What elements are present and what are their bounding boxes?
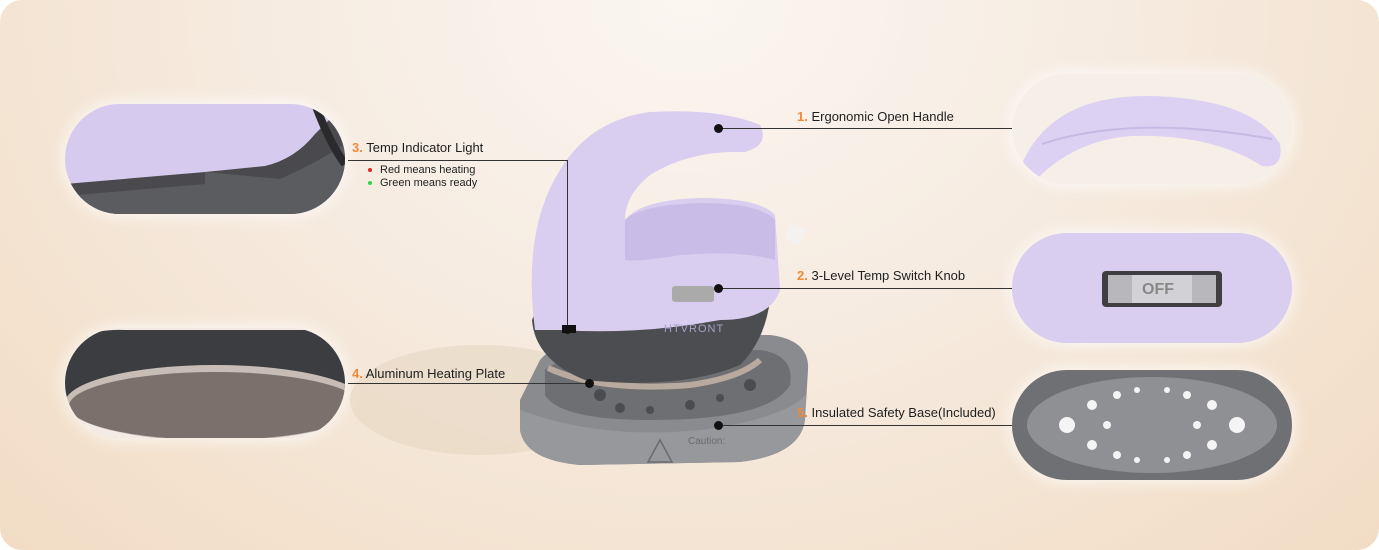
callout-heating-plate: 4. Aluminum Heating Plate: [352, 366, 505, 381]
callout-number: 5.: [797, 405, 808, 420]
leader-line: [718, 425, 1012, 426]
note-red: Red means heating: [368, 164, 475, 176]
leader-line: [718, 288, 1012, 289]
note-text: Green means ready: [380, 177, 478, 189]
inset-knob: OFF: [1012, 233, 1292, 343]
callout-number: 3.: [352, 140, 363, 155]
inset-indicator-light: [65, 104, 345, 214]
note-text: Red means heating: [380, 164, 476, 176]
leader-line: [718, 128, 1012, 129]
note-green: Green means ready: [368, 177, 477, 189]
red-dot-icon: [368, 168, 372, 173]
leader-dot: [563, 325, 572, 334]
leader-line: [348, 383, 590, 384]
callout-handle: 1. Ergonomic Open Handle: [797, 109, 954, 124]
callout-label: Temp Indicator Light: [366, 140, 484, 155]
inset-heating-plate: [65, 328, 345, 438]
leader-dot: [714, 284, 723, 293]
inset-safety-base: [1012, 370, 1292, 480]
callout-safety-base: 5. Insulated Safety Base(Included): [797, 405, 996, 420]
leader-dot: [714, 421, 723, 430]
inset-handle: [1012, 74, 1292, 184]
base-caution-text: Caution:: [688, 436, 726, 447]
callout-label: Ergonomic Open Handle: [811, 109, 954, 124]
callout-temp-indicator: 3. Temp Indicator Light: [352, 140, 483, 155]
callout-number: 2.: [797, 268, 808, 283]
knob-off-label: OFF: [1142, 281, 1174, 298]
callout-knob: 2. 3-Level Temp Switch Knob: [797, 268, 965, 283]
leader-dot: [714, 124, 723, 133]
brand-logo-text: HTVRONT: [664, 323, 725, 335]
leader-line: [567, 160, 568, 330]
callout-label: 3-Level Temp Switch Knob: [811, 268, 966, 283]
callout-label: Aluminum Heating Plate: [365, 366, 506, 381]
callout-label: Insulated Safety Base(Included): [811, 405, 996, 420]
callout-number: 4.: [352, 366, 363, 381]
green-dot-icon: [368, 181, 372, 186]
leader-line: [348, 160, 567, 161]
leader-dot: [585, 379, 594, 388]
callout-number: 1.: [797, 109, 808, 124]
